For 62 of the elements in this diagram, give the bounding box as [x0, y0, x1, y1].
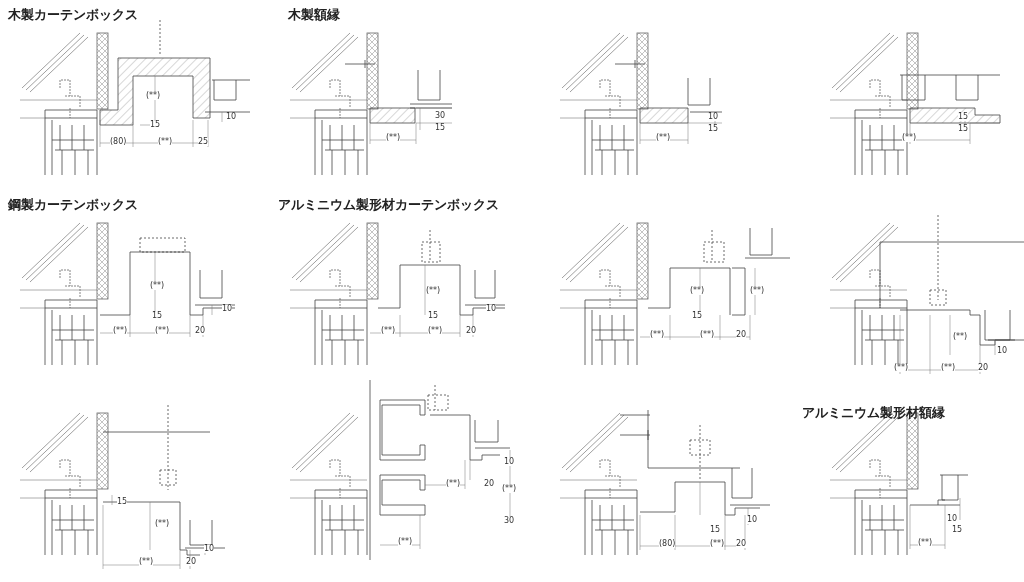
dimension-label: 15 — [958, 113, 969, 121]
section-heading: 木製カーテンボックス — [8, 8, 138, 21]
dimension-label: 15 — [117, 498, 128, 506]
dimension-label: 20 — [736, 540, 747, 548]
dimension-label: (**) — [953, 333, 968, 341]
dimension-label: 15 — [150, 121, 161, 129]
dimension-label: 10 — [226, 113, 237, 121]
dimension-label: 30 — [504, 517, 515, 525]
dimension-label: (**) — [446, 480, 461, 488]
dimension-label: 15 — [428, 312, 439, 320]
dimension-label: (**) — [656, 134, 671, 142]
dimension-label: (**) — [398, 538, 413, 546]
dimension-label: 20 — [186, 558, 197, 566]
dimension-label: (**) — [158, 138, 173, 146]
dimension-label: 15 — [692, 312, 703, 320]
dimension-label: 20 — [195, 327, 206, 335]
dimension-label: (**) — [710, 540, 725, 548]
dimension-label: 15 — [710, 526, 721, 534]
dimension-label: 15 — [708, 125, 719, 133]
dimension-label: (**) — [650, 331, 665, 339]
section-heading: アルミニウム製形材額縁 — [802, 406, 945, 419]
dimension-label: 25 — [198, 138, 209, 146]
dimension-label: (**) — [113, 327, 128, 335]
section-heading: アルミニウム製形材カーテンボックス — [278, 198, 499, 211]
dimension-label: 20 — [466, 327, 477, 335]
dimension-label: (**) — [150, 282, 165, 290]
dimension-label: 15 — [952, 526, 963, 534]
section-heading: 木製額縁 — [288, 8, 340, 21]
dimension-label: (80) — [659, 540, 676, 548]
dimension-label: 10 — [708, 113, 719, 121]
dimension-label: (**) — [426, 287, 441, 295]
dimension-label: (**) — [894, 364, 909, 372]
dimension-label: 10 — [222, 305, 233, 313]
dimension-label: 10 — [504, 458, 515, 466]
dimension-label: 10 — [486, 305, 497, 313]
dimension-label: (**) — [139, 558, 154, 566]
dimension-label: 10 — [747, 516, 758, 524]
dimension-label: (**) — [750, 287, 765, 295]
dimension-label: (**) — [381, 327, 396, 335]
dimension-label: 20 — [736, 331, 747, 339]
dimension-label: 15 — [435, 124, 446, 132]
dimension-label: 10 — [997, 347, 1008, 355]
dimension-label: (**) — [941, 364, 956, 372]
dimension-label: (80) — [110, 138, 127, 146]
dimension-label: 10 — [204, 545, 215, 553]
dimension-label: (**) — [902, 134, 917, 142]
dimension-label: (**) — [502, 485, 517, 493]
dimension-label: 30 — [435, 112, 446, 120]
dimension-label: 15 — [152, 312, 163, 320]
dimension-label: (**) — [155, 520, 170, 528]
section-heading: 鋼製カーテンボックス — [8, 198, 138, 211]
dimension-label: (**) — [690, 287, 705, 295]
dimension-label: (**) — [428, 327, 443, 335]
dimension-label: 20 — [978, 364, 989, 372]
dimension-label: 10 — [947, 515, 958, 523]
dimension-label: 15 — [958, 125, 969, 133]
dimension-label: (**) — [386, 134, 401, 142]
dimension-label: (**) — [155, 327, 170, 335]
dimension-label: (**) — [700, 331, 715, 339]
dimension-label: (**) — [918, 539, 933, 547]
dimension-label: 20 — [484, 480, 495, 488]
dimension-label: (**) — [146, 92, 161, 100]
